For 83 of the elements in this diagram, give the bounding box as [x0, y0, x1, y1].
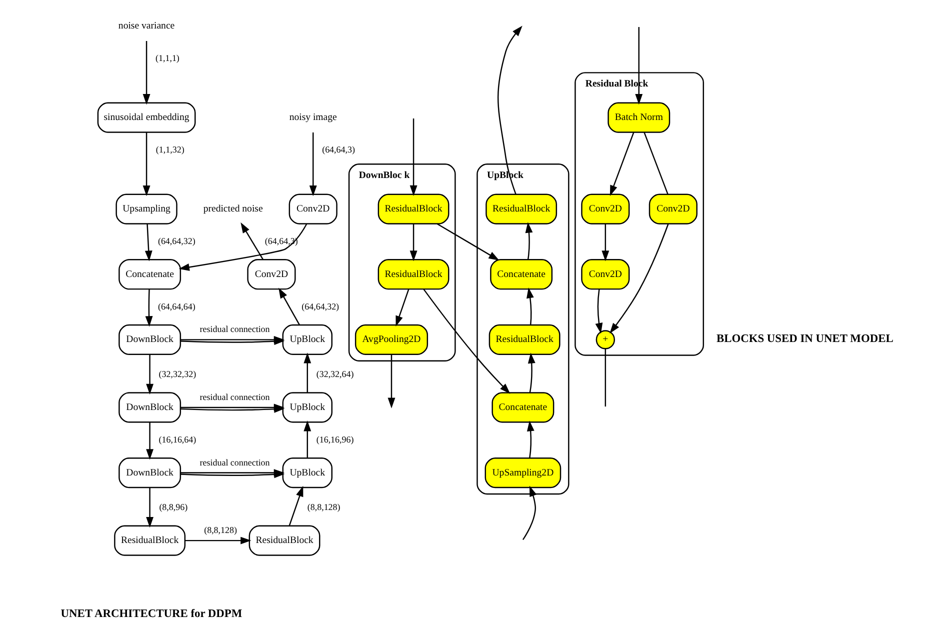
arrow	[388, 354, 396, 408]
node-box: Conv2D	[648, 194, 698, 224]
node-box: Concatenate	[490, 259, 553, 290]
arrow	[436, 223, 500, 261]
node-box: UpBlock	[282, 324, 332, 355]
arrow	[178, 224, 308, 271]
connector	[604, 348, 606, 407]
arrow	[526, 420, 534, 458]
node-box: Conv2D	[581, 259, 630, 290]
arrow	[309, 132, 317, 196]
node-box: ResidualBlock	[114, 525, 186, 556]
arrow	[304, 352, 312, 393]
node-box: DownBlock	[118, 392, 182, 423]
arrow	[145, 289, 153, 327]
arrow	[610, 132, 634, 196]
edge-label: (8,8,128)	[204, 525, 237, 536]
arrow	[185, 536, 252, 544]
edge-label: residual connection	[200, 392, 270, 402]
connector	[644, 132, 668, 194]
edge-label: (64,64,3)	[322, 144, 355, 155]
edge-label: (8,8,128)	[307, 502, 340, 512]
node-box: DownBlock	[118, 324, 182, 355]
arrow	[396, 289, 410, 327]
edge-label: (64,64,32)	[158, 236, 196, 246]
node-box: AvgPooling2D	[354, 324, 428, 355]
node-box: ResidualBlock	[488, 324, 560, 355]
node-box: Upsampling	[116, 194, 178, 224]
node-text: predicted noise	[203, 204, 263, 215]
arrow	[610, 224, 669, 334]
arrow	[304, 420, 312, 458]
edge-label: (32,32,64)	[316, 369, 354, 380]
arrow	[146, 422, 154, 460]
arrow	[288, 486, 304, 526]
arrow	[142, 41, 150, 105]
node-text: noisy image	[289, 112, 337, 124]
edge-label: (1,1,32)	[156, 144, 184, 155]
node-box: Conv2D	[288, 194, 338, 224]
arrow	[146, 488, 154, 528]
label: UNET ARCHITECTURE for DDPM	[60, 608, 242, 620]
arrow	[595, 289, 603, 334]
node-box: UpBlock	[282, 392, 332, 423]
arrow	[526, 287, 534, 325]
edge-label: (64,64,64)	[158, 301, 196, 312]
node-box: UpBlock	[282, 457, 332, 488]
arrow	[522, 486, 537, 540]
arrow	[240, 222, 264, 260]
node-box: Batch Norm	[608, 102, 670, 133]
node-box: ResidualBlock	[486, 194, 558, 224]
node-box: Conv2D	[247, 259, 296, 290]
edge-label: (32,32,32)	[158, 369, 196, 380]
node-text: noise variance	[118, 20, 175, 32]
node-box: ResidualBlock	[378, 259, 450, 290]
arrow	[525, 222, 533, 260]
node-box: UpSampling2D	[484, 457, 562, 488]
label: BLOCKS USED IN UNET MODEL	[716, 332, 894, 345]
arrow	[528, 352, 536, 393]
node-box: sinusoidal embedding	[97, 102, 196, 133]
node-circle: +	[596, 330, 616, 350]
arrow	[142, 132, 150, 196]
edge-label: (64,64,32)	[302, 301, 340, 312]
arrow	[180, 338, 285, 346]
node-box: Concatenate	[118, 259, 182, 290]
arrow	[180, 470, 285, 478]
edge-label: (8,8,96)	[159, 502, 188, 512]
node-box: ResidualBlock	[378, 194, 450, 224]
arrow	[278, 288, 300, 326]
node-box: Conv2D	[581, 194, 630, 224]
arrow	[146, 354, 154, 394]
edge-label: (1,1,1)	[156, 53, 180, 64]
edge-label: (16,16,64)	[158, 434, 196, 444]
arrow	[497, 26, 522, 195]
edge-label: residual connection	[200, 457, 270, 468]
edge-label: (16,16,96)	[316, 434, 354, 444]
node-box: ResidualBlock	[248, 525, 320, 556]
arrow	[410, 224, 418, 262]
arrow	[635, 27, 643, 105]
arrow	[602, 224, 610, 262]
node-box: Concatenate	[492, 392, 554, 423]
node-box: DownBlock	[118, 457, 182, 488]
arrow	[423, 288, 510, 394]
edge-label: residual connection	[200, 324, 270, 334]
arrow	[144, 224, 152, 262]
arrow	[410, 118, 418, 196]
